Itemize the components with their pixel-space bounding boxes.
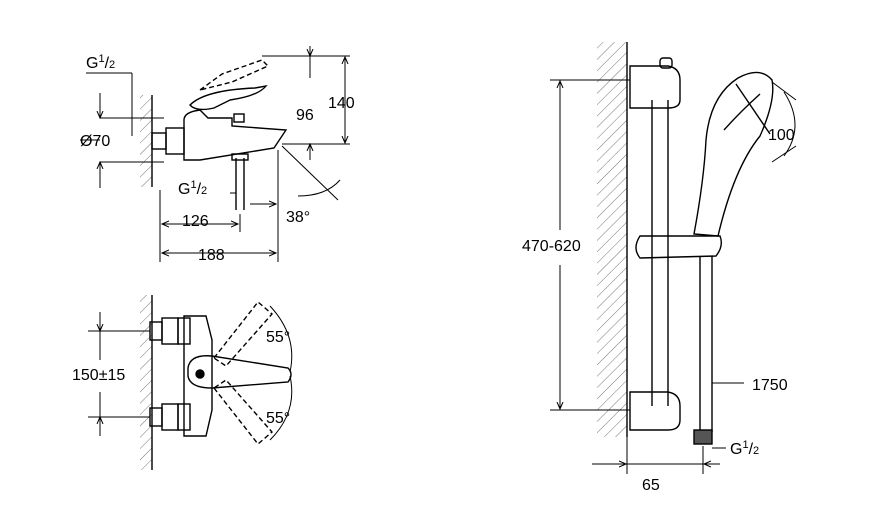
mixer-front-view bbox=[140, 295, 292, 470]
shower-dimensions bbox=[550, 79, 797, 474]
dim-140-label: 140 bbox=[328, 95, 355, 112]
dim-65-label: 65 bbox=[642, 477, 660, 494]
dim-1750-label: 1750 bbox=[752, 377, 788, 394]
angle-55-top-label: 55° bbox=[266, 329, 290, 346]
g-top-label: G1/2 bbox=[86, 53, 115, 72]
diameter-70-label: Ø70 bbox=[80, 133, 110, 150]
dim-470-620-label: 470-620 bbox=[522, 238, 581, 255]
dim-150-label: 150±15 bbox=[72, 367, 125, 384]
g-mid-label: G1/2 bbox=[178, 179, 207, 198]
angle-38-label: 38° bbox=[286, 209, 310, 226]
dim-100-label: 100 bbox=[768, 127, 795, 144]
dimension-labels: G1/2 Ø70 96 140 G1/2 126 188 38° 55° 55°… bbox=[72, 53, 795, 494]
dim-126-label: 126 bbox=[182, 213, 209, 230]
g-right-label: G1/2 bbox=[730, 439, 759, 458]
angle-55-bottom-label: 55° bbox=[266, 410, 290, 427]
mixer-side-view bbox=[140, 59, 288, 210]
dim-96-label: 96 bbox=[296, 107, 314, 124]
mixer-side-dimensions bbox=[80, 46, 350, 262]
dim-188-label: 188 bbox=[198, 247, 225, 264]
shower-rail-set bbox=[597, 42, 774, 445]
mixer-front-dimensions bbox=[88, 305, 293, 441]
